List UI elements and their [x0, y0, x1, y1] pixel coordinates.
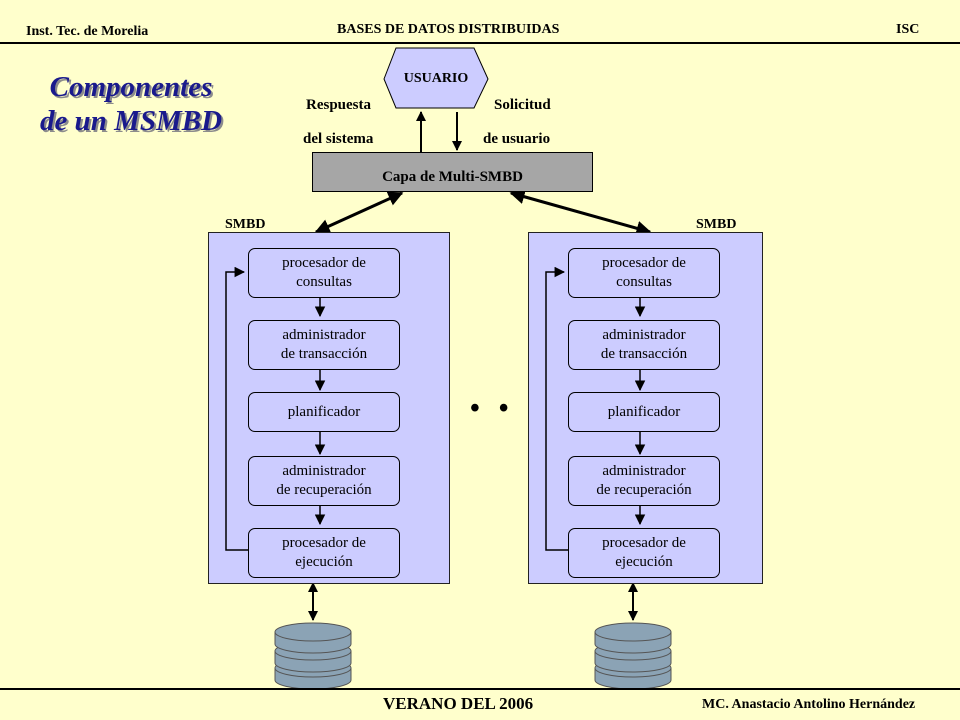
layer-left-arrow — [314, 191, 404, 234]
database-right-icon — [594, 622, 672, 690]
smbd-right-flow — [545, 266, 646, 551]
right-transaction-manager: administrador de transacción — [568, 320, 720, 370]
left-query-processor: procesador de consultas — [248, 248, 400, 298]
smbd-left-label: SMBD — [225, 217, 266, 232]
title-line-2: de un MSMBD — [39, 105, 223, 137]
smbd-left-flow — [225, 266, 326, 551]
left-scheduler: planificador — [248, 392, 400, 432]
user-node-shape — [383, 47, 489, 109]
right-scheduler: planificador — [568, 392, 720, 432]
right-query-processor: procesador de consultas — [568, 248, 720, 298]
response-label-2: del sistema — [303, 131, 374, 147]
course-label: BASES DE DATOS DISTRIBUIDAS — [337, 22, 560, 37]
footer-term: VERANO DEL 2006 — [383, 694, 534, 713]
header-rule — [0, 42, 960, 44]
footer-author: MC. Anastacio Antolino Hernández — [702, 697, 916, 712]
smbd-right-label: SMBD — [696, 217, 737, 232]
layer-right-arrow — [509, 189, 652, 236]
right-recovery-manager: administrador de recuperación — [568, 456, 720, 506]
slide-title: Componentes de un MSMBD — [20, 70, 242, 138]
response-label-1: Respuesta — [306, 97, 372, 113]
multi-smbd-layer: Capa de Multi-SMBD — [312, 152, 593, 192]
institution-label: Inst. Tec. de Morelia — [26, 24, 149, 39]
title-line-1: Componentes — [49, 71, 213, 103]
right-execution-processor: procesador de ejecución — [568, 528, 720, 578]
request-label-2: de usuario — [483, 131, 551, 147]
database-left-icon — [274, 622, 352, 690]
program-label: ISC — [896, 22, 920, 37]
request-label-1: Solicitud — [494, 97, 551, 113]
user-node: USUARIO — [403, 71, 469, 86]
ellipsis: • • • — [470, 393, 544, 424]
left-execution-processor: procesador de ejecución — [248, 528, 400, 578]
left-transaction-manager: administrador de transacción — [248, 320, 400, 370]
left-recovery-manager: administrador de recuperación — [248, 456, 400, 506]
footer-rule — [0, 688, 960, 690]
